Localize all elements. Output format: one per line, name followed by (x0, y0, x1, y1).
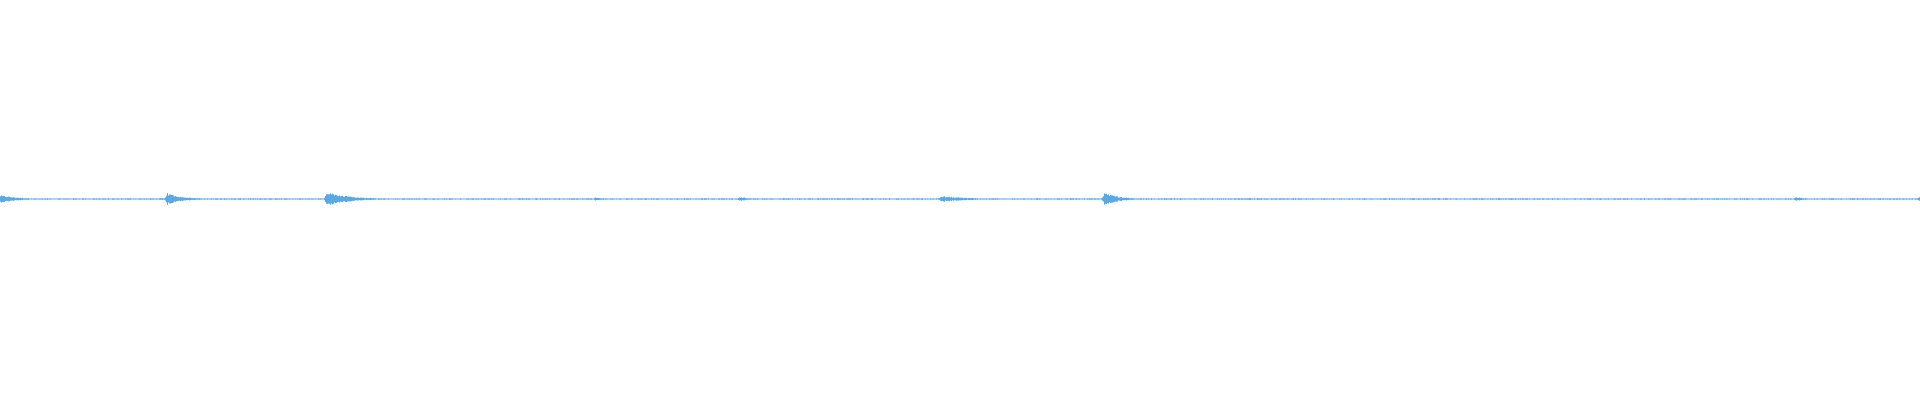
waveform-envelope (0, 193, 1920, 205)
